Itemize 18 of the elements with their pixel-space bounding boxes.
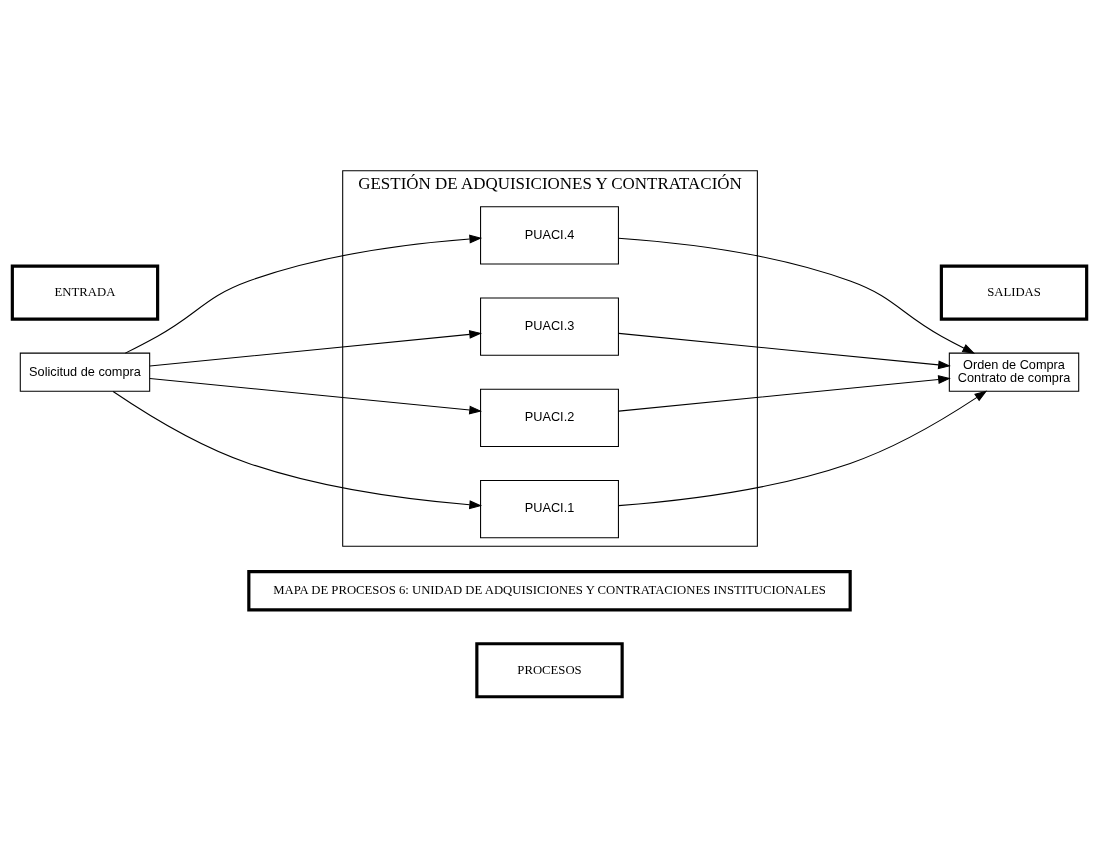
node-box: PUACI.2 xyxy=(480,388,619,447)
arrow xyxy=(618,332,951,370)
arrow xyxy=(617,237,976,354)
node-box: PUACI.3 xyxy=(480,297,619,356)
node-box: MAPA DE PROCESOS 6: UNIDAD DE ADQUISICIONES Y CONTRATACIONES INSTITUCIONALES xyxy=(247,570,852,612)
node-box: SALIDAS xyxy=(939,264,1089,321)
arrow xyxy=(618,390,988,507)
arrow xyxy=(112,390,483,510)
arrow xyxy=(149,330,482,367)
node-box: PROCESOS xyxy=(475,642,624,699)
arrow xyxy=(149,378,482,415)
node-box: Orden de Compra Contrato de compra xyxy=(948,352,1080,392)
arrow xyxy=(618,375,951,412)
arrow xyxy=(124,234,483,354)
node-box: PUACI.1 xyxy=(480,479,619,539)
node-box: Solicitud de compra xyxy=(19,352,151,392)
node-box: ENTRADA xyxy=(10,264,160,321)
node-box: PUACI.4 xyxy=(480,206,619,265)
